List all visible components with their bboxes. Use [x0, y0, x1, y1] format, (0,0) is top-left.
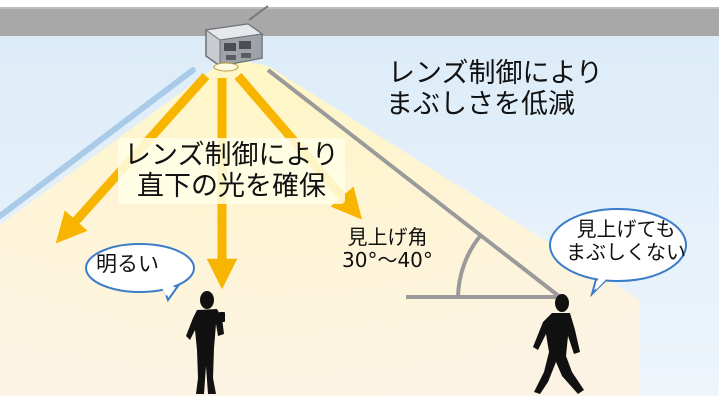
center-label-line-1: レンズ制御により: [124, 140, 339, 171]
headline: レンズ制御により まぶしさを低減: [386, 58, 603, 121]
speech-bubble-left: [85, 243, 195, 303]
center-label-line-2: 直下の光を確保: [136, 171, 326, 203]
ceiling-light-fixture-icon: [204, 5, 269, 72]
standing-person-silhouette-icon: [186, 291, 225, 394]
walking-person-silhouette-icon: [533, 294, 584, 394]
bubble-left-text: 明るい: [96, 252, 159, 276]
ceiling: [0, 8, 719, 36]
speech-bubble-right: [549, 208, 687, 298]
headline-line-2: まぶしさを低減: [386, 89, 575, 121]
center-label: レンズ制御により 直下の光を確保: [118, 138, 345, 205]
angle-label-line-1: 見上げ角: [347, 225, 428, 249]
angle-arc: [456, 233, 483, 298]
bubble-right-line-2: まぶしくない: [566, 240, 686, 264]
glare-boundary-line: [266, 68, 562, 299]
angle-label: 見上げ角 30°〜40°: [342, 226, 433, 272]
angle-label-line-2: 30°〜40°: [342, 248, 433, 272]
headline-line-1: レンズ制御により: [388, 58, 603, 89]
outer-beam-line: [0, 67, 196, 219]
bubble-right-text: 見上げても まぶしくない: [566, 218, 686, 264]
bubble-right-line-1: 見上げても: [576, 217, 676, 241]
